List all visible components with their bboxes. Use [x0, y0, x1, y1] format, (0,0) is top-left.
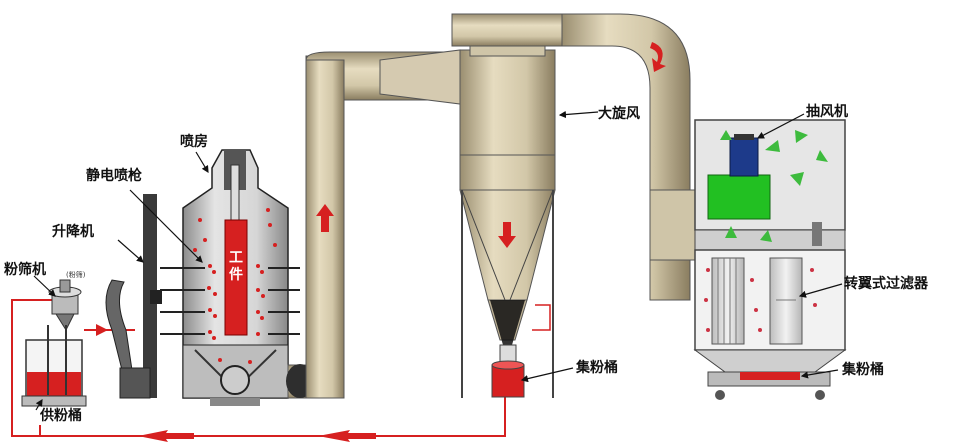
return-pipe	[11, 299, 506, 437]
powder-sieve	[48, 279, 82, 332]
upflow-arrow	[316, 204, 334, 232]
spray-guns	[160, 267, 300, 335]
label-sieve-tag: (粉筛)	[66, 271, 86, 279]
big-cyclone	[451, 13, 563, 398]
label-lifter: 升降机	[52, 224, 94, 240]
label-exhaust-fan: 抽风机	[806, 104, 848, 120]
label-supply-bucket: 供粉桶	[40, 408, 82, 424]
return-flow-arrow	[138, 430, 168, 442]
downflow-arrow	[498, 222, 516, 248]
powder-spray-dots	[193, 208, 277, 364]
label-collect-bucket-1: 集粉桶	[576, 360, 618, 376]
curve-arrow	[650, 42, 666, 72]
lifter	[105, 194, 162, 399]
label-spray-booth: 喷房	[180, 134, 208, 150]
label-workpiece: 工件	[229, 250, 243, 283]
return-flow-arrow	[318, 430, 350, 442]
label-electrostatic-gun: 静电喷枪	[86, 168, 142, 184]
feed-flow-arrow	[96, 324, 108, 336]
supply-bucket	[21, 325, 87, 407]
exhaust-fan	[707, 174, 771, 220]
label-collect-bucket-2: 集粉桶	[842, 362, 884, 378]
filter-particles	[704, 268, 817, 332]
filter-cartridge	[769, 257, 803, 345]
spray-booth	[182, 149, 289, 406]
cartridge-filter-unit	[693, 119, 847, 400]
return-flow-arrow	[164, 433, 194, 439]
airflow-arrows	[720, 130, 828, 242]
workpiece	[224, 219, 248, 336]
collect-bucket-1	[491, 344, 525, 398]
label-big-cyclone: 大旋风	[598, 106, 640, 122]
label-powder-sieve: 粉筛机	[4, 262, 46, 278]
leader-lines	[33, 110, 843, 411]
label-cartridge-filter: 转翼式过滤器	[844, 276, 928, 292]
filter-cartridge	[711, 257, 745, 345]
return-flow-arrow	[346, 433, 376, 439]
